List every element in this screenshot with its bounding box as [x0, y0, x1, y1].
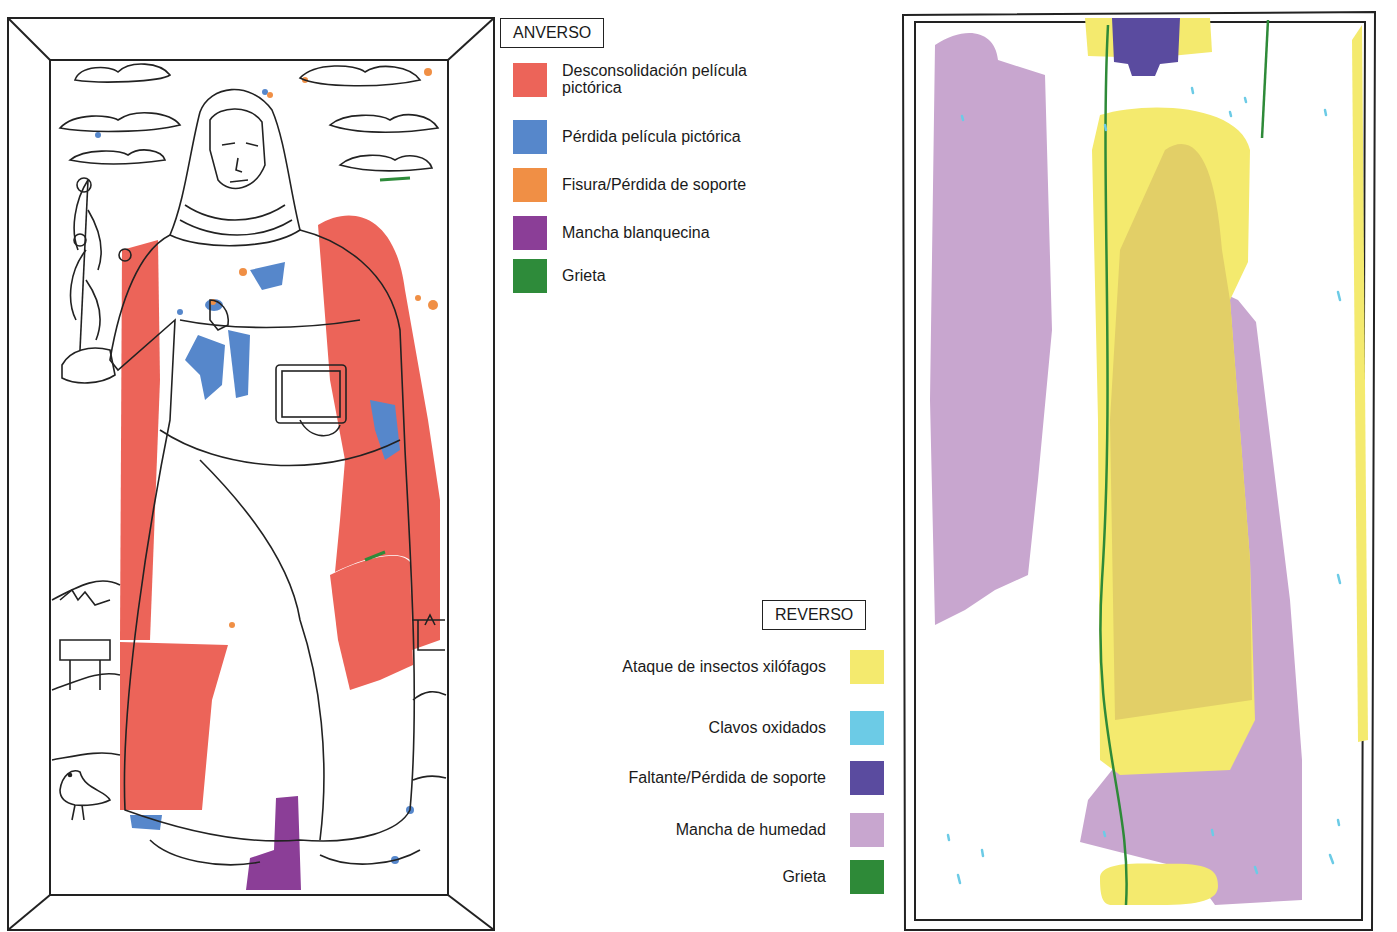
legend-swatch — [513, 120, 547, 154]
back-frame — [903, 12, 1375, 930]
legend-label: Clavos oxidados — [709, 720, 826, 737]
section-heading-box: REVERSO — [762, 600, 866, 630]
legend-swatch — [850, 813, 884, 847]
legend-label: Desconsolidación película pictórica — [562, 63, 792, 97]
legend-swatch — [850, 711, 884, 745]
legend-row: Fisura/Pérdida de soporte — [513, 168, 746, 202]
legend-label: Mancha de humedad — [676, 822, 826, 839]
front-frame — [8, 18, 494, 930]
legend-swatch — [513, 168, 547, 202]
legend-label: Grieta — [562, 268, 606, 285]
legend-label: Mancha blanquecina — [562, 225, 710, 242]
legend-row: Pérdida película pictórica — [513, 120, 741, 154]
legend-row: Clavos oxidados — [709, 711, 884, 745]
legend-row: Mancha blanquecina — [513, 216, 710, 250]
legend-row: Mancha de humedad — [676, 813, 884, 847]
back-damage — [930, 18, 1368, 905]
saint-line-drawing — [52, 64, 446, 865]
section-heading-box: ANVERSO — [500, 18, 604, 48]
legend-row: Desconsolidación película pictórica — [513, 63, 792, 97]
legend-swatch — [850, 860, 884, 894]
legend-row: Grieta — [513, 259, 606, 293]
legend-swatch — [850, 761, 884, 795]
legend-row: Grieta — [782, 860, 884, 894]
legend-swatch — [513, 259, 547, 293]
legend-swatch — [513, 216, 547, 250]
legend-label: Grieta — [782, 869, 826, 886]
legend-label: Faltante/Pérdida de soporte — [629, 770, 826, 787]
legend-row: Ataque de insectos xilófagos — [622, 650, 884, 684]
legend-label: Ataque de insectos xilófagos — [622, 659, 826, 676]
legend-swatch — [850, 650, 884, 684]
legend-label: Pérdida película pictórica — [562, 129, 741, 146]
legend-label: Fisura/Pérdida de soporte — [562, 177, 746, 194]
section-heading: ANVERSO — [513, 24, 591, 41]
front-damage — [95, 68, 440, 890]
legend-row: Faltante/Pérdida de soporte — [629, 761, 884, 795]
section-heading: REVERSO — [775, 606, 853, 623]
legend-swatch — [513, 63, 547, 97]
